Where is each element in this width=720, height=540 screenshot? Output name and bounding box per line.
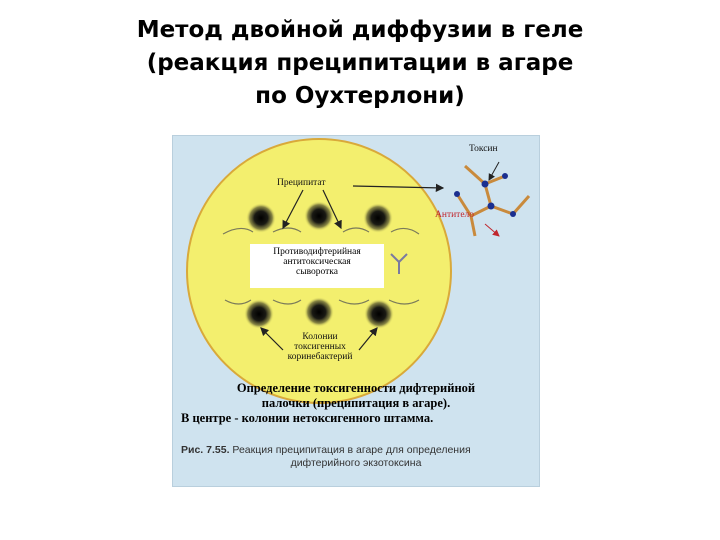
serum-line-1: Противодифтерийная <box>273 247 361 257</box>
arrow-precipitate-toxin <box>352 183 445 193</box>
colony-top-center <box>304 201 334 231</box>
description-line-2: палочки (преципитация в агаре). <box>261 396 451 410</box>
precipitate-arc <box>342 227 370 233</box>
colonies-line-1: Колонии <box>302 332 338 342</box>
colony-top-right <box>363 203 393 233</box>
arrow-toxin <box>488 161 500 181</box>
title-line-1: Метод двойной диффузии в геле <box>136 17 584 43</box>
arrow-colony-left <box>260 327 284 351</box>
precipitate-arc <box>388 299 420 305</box>
precipitate-arc <box>338 299 370 305</box>
arrow-antibody <box>484 223 500 237</box>
colonies-label: Колонии токсигенных коринебактерий <box>275 332 365 362</box>
slide-title: Метод двойной диффузии в геле (реакция п… <box>60 14 660 113</box>
description: Определение токсигенности дифтерийной па… <box>181 381 531 426</box>
colonies-line-2: токсигенных <box>294 342 346 352</box>
ouchterlony-figure: Преципитат Токсин Антитело Противодифтер… <box>172 135 540 487</box>
colony-bottom-right <box>364 299 394 329</box>
label-toxin: Токсин <box>469 144 498 154</box>
arrow-colony-right <box>358 327 378 351</box>
title-line-2: (реакция преципитации в агаре <box>146 50 574 76</box>
figure-caption: Рис. 7.55. Реакция преципитация в агаре … <box>181 444 531 470</box>
caption-text-2: дифтерийного экзотоксина <box>290 457 422 469</box>
serum-line-2: антитоксическая <box>283 257 351 267</box>
precipitate-arc <box>272 299 302 305</box>
colony-top-left <box>246 203 276 233</box>
label-antibody: Антитело <box>435 210 475 220</box>
caption-number: Рис. 7.55. <box>181 444 230 456</box>
colonies-line-3: коринебактерий <box>287 352 353 362</box>
arrow-precipitate-right <box>322 189 342 230</box>
caption-text-1: Реакция преципитация в агаре для определ… <box>229 444 471 456</box>
precipitate-arc <box>222 227 254 235</box>
description-line-1: Определение токсигенности дифтерийной <box>236 381 476 395</box>
toxin-antibody-lattice <box>454 164 531 237</box>
antibody-y-icon <box>390 253 408 274</box>
precipitate-arc <box>390 227 420 235</box>
serum-line-3: сыворотка <box>296 267 338 277</box>
title-line-3: по Оухтерлони) <box>255 83 465 109</box>
description-line-3: В центре - колонии нетоксигенного штамма… <box>181 411 434 425</box>
figure-drawing <box>186 138 531 404</box>
colony-bottom-left <box>244 299 274 329</box>
precipitate-arc <box>224 299 252 305</box>
arrow-precipitate-left <box>282 189 304 230</box>
serum-label-box: Противодифтерийная антитоксическая сывор… <box>250 244 384 288</box>
label-precipitate: Преципитат <box>277 178 326 188</box>
colony-bottom-center <box>304 297 334 327</box>
